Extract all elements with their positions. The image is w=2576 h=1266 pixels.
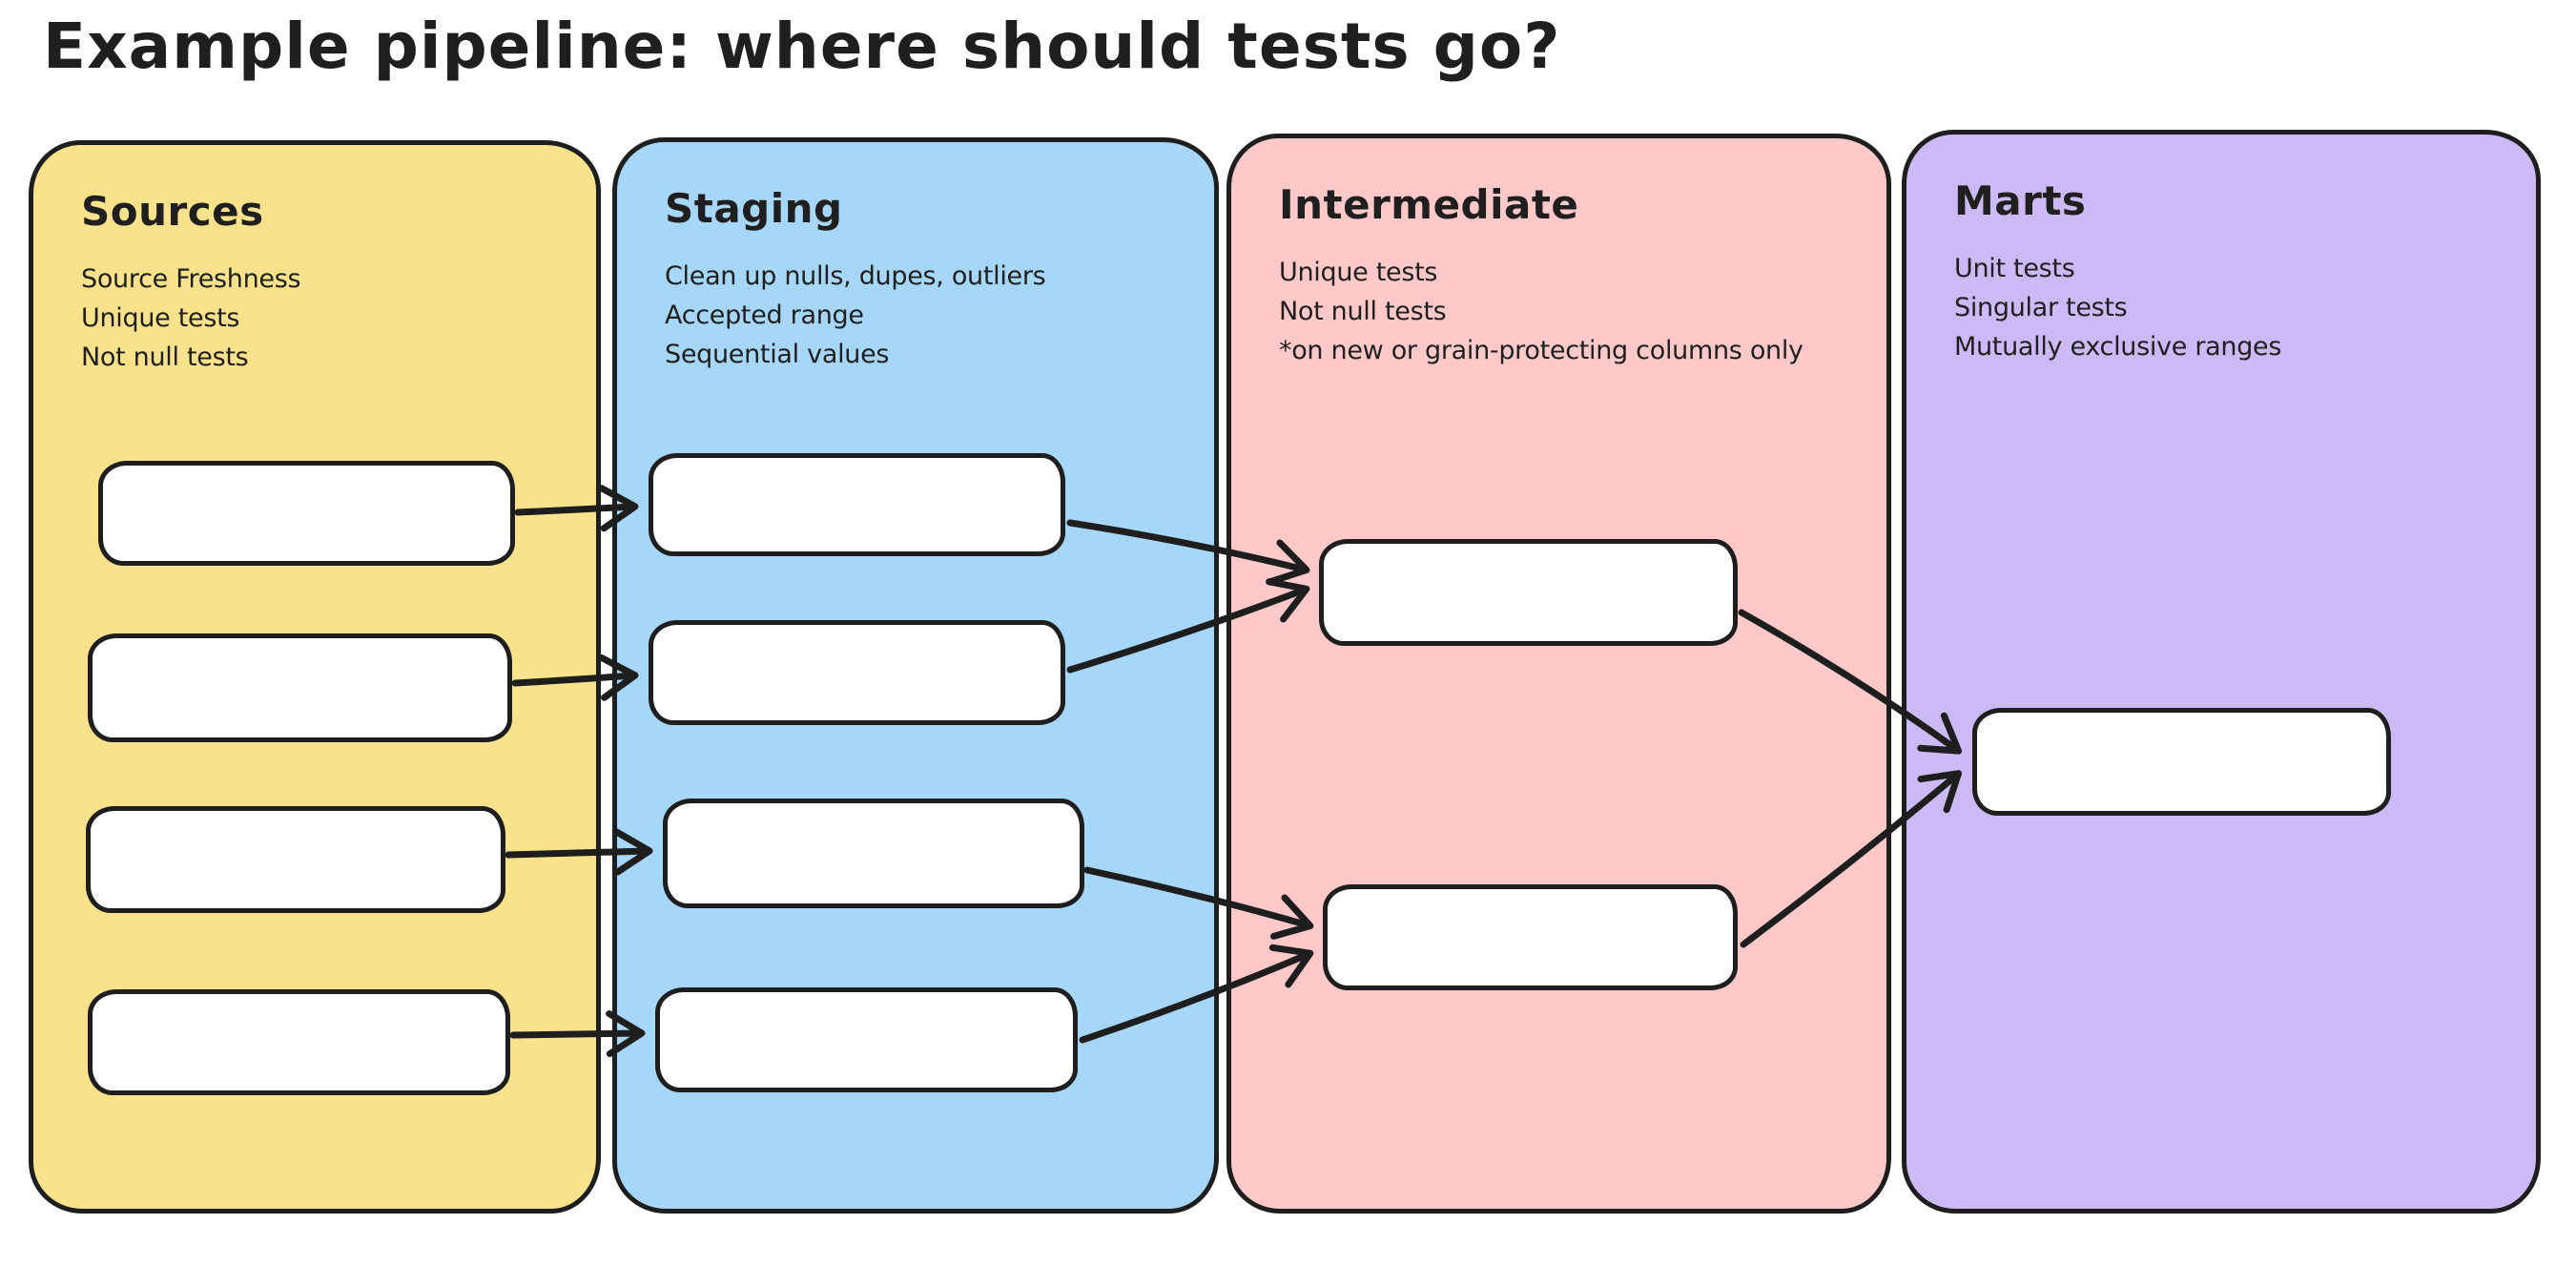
column-marts-header: Marts bbox=[1954, 177, 2087, 224]
column-intermediate: Intermediate Unique tests Not null tests… bbox=[1226, 134, 1891, 1214]
column-intermediate-notes: Unique tests Not null tests *on new or g… bbox=[1279, 253, 1886, 370]
column-marts-notes: Unit tests Singular tests Mutually exclu… bbox=[1954, 249, 2536, 366]
note-line: Not null tests bbox=[81, 342, 249, 372]
node-marts-1 bbox=[1972, 708, 2391, 816]
node-sources-4 bbox=[88, 989, 510, 1095]
note-line: Sequential values bbox=[665, 340, 890, 369]
note-line: Source Freshness bbox=[81, 264, 301, 294]
column-staging-notes: Clean up nulls, dupes, outliers Accepted… bbox=[665, 257, 1214, 374]
node-intermediate-1 bbox=[1319, 539, 1738, 646]
diagram-title: Example pipeline: where should tests go? bbox=[43, 10, 1561, 83]
node-staging-4 bbox=[655, 987, 1078, 1092]
column-sources-notes: Source Freshness Unique tests Not null t… bbox=[81, 259, 596, 377]
note-line: Singular tests bbox=[1954, 293, 2128, 322]
note-line: Mutually exclusive ranges bbox=[1954, 332, 2282, 362]
node-staging-2 bbox=[649, 620, 1065, 725]
node-staging-3 bbox=[663, 799, 1084, 908]
node-staging-1 bbox=[649, 453, 1065, 556]
column-marts: Marts Unit tests Singular tests Mutually… bbox=[1902, 130, 2541, 1214]
note-line: Unit tests bbox=[1954, 254, 2075, 283]
note-line: Accepted range bbox=[665, 301, 864, 330]
node-sources-3 bbox=[86, 806, 505, 913]
note-line: Clean up nulls, dupes, outliers bbox=[665, 261, 1046, 291]
note-line: Unique tests bbox=[1279, 258, 1438, 287]
note-line: *on new or grain-protecting columns only bbox=[1279, 336, 1803, 365]
column-staging-header: Staging bbox=[665, 185, 843, 232]
node-intermediate-2 bbox=[1323, 884, 1738, 990]
column-sources-header: Sources bbox=[81, 188, 264, 235]
note-line: Not null tests bbox=[1279, 297, 1447, 326]
node-sources-2 bbox=[88, 633, 512, 742]
note-line: Unique tests bbox=[81, 303, 240, 333]
column-intermediate-header: Intermediate bbox=[1279, 181, 1579, 228]
node-sources-1 bbox=[98, 461, 515, 566]
